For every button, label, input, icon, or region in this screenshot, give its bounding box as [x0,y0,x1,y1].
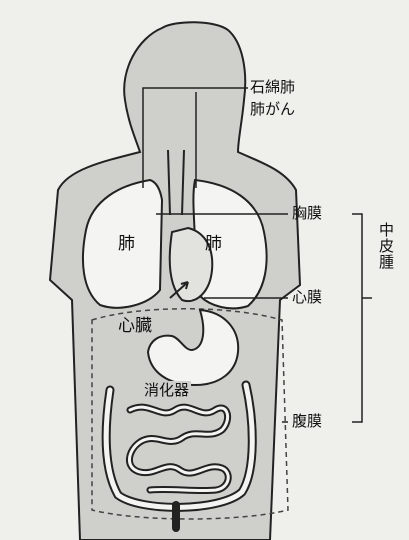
label-peritoneum: 腹膜 [292,412,322,431]
label-lung-cancer: 肺がん [250,100,295,119]
label-lung-right: 肺 [205,234,222,255]
mesothelium-bracket [352,214,372,422]
label-asbestos-lung: 石綿肺 [250,78,295,97]
label-lung-left: 肺 [118,234,135,255]
label-pericardium: 心膜 [292,288,322,307]
label-heart: 心臓 [118,316,152,337]
label-mesothelium: 中皮腫 [376,222,397,270]
label-digestive: 消化器 [142,381,191,400]
label-pleura: 胸膜 [292,204,322,223]
